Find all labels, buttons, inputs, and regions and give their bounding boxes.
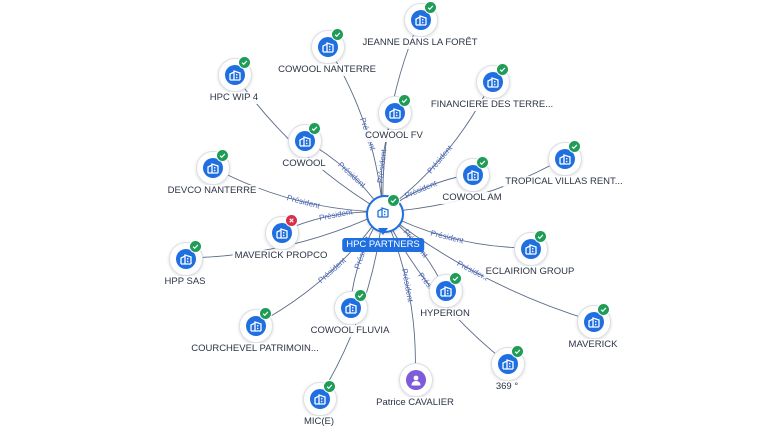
node-label: TROPICAL VILLAS RENT...	[503, 176, 625, 188]
check-badge-icon	[331, 28, 344, 41]
check-badge-icon	[354, 289, 367, 302]
building-icon	[225, 65, 245, 85]
check-badge-icon	[259, 307, 272, 320]
edge-label-cowool-fv: Président	[376, 148, 389, 183]
building-icon	[584, 312, 604, 332]
node-circle[interactable]	[334, 289, 368, 325]
node-label: COURCHEVEL PATRIMOIN...	[189, 343, 321, 355]
check-badge-icon	[189, 240, 202, 253]
pin-tip	[378, 228, 388, 235]
node-label: JEANNE DANS LA FORÊT	[360, 37, 480, 49]
node-circle[interactable]	[399, 363, 433, 397]
building-icon	[272, 223, 292, 243]
node-label: HYPERION	[418, 308, 472, 320]
node-circle[interactable]	[288, 122, 322, 158]
edge-courchevel	[254, 211, 384, 326]
building-icon	[463, 165, 483, 185]
node-circle[interactable]	[218, 56, 252, 92]
building-icon	[246, 316, 266, 336]
check-badge-icon	[387, 194, 400, 207]
check-badge-icon	[449, 272, 462, 285]
check-badge-icon	[308, 122, 321, 135]
building-icon	[483, 72, 503, 92]
edge-label-patrice: Président	[400, 268, 415, 304]
edge-maverick	[382, 211, 594, 322]
node-label: COWOOL NANTERRE	[276, 64, 378, 76]
person-icon	[406, 370, 426, 390]
building-icon	[521, 239, 541, 259]
check-badge-icon	[323, 380, 336, 393]
edge-label-devco-nanterre: Président	[286, 193, 322, 211]
node-label: HPP SAS	[162, 276, 208, 288]
node-circle[interactable]	[378, 94, 412, 130]
building-icon	[310, 389, 330, 409]
check-badge-icon	[398, 94, 411, 107]
node-label: COWOOL FLUVIA	[308, 325, 392, 337]
node-label: DEVCO NANTERRE	[165, 185, 259, 197]
node-circle[interactable]	[577, 303, 611, 339]
node-label: ECLAIRION GROUP	[483, 266, 577, 278]
building-icon	[411, 10, 431, 30]
node-label: MAVERICK	[566, 339, 620, 351]
check-badge-icon	[568, 140, 581, 153]
check-badge-icon	[476, 156, 489, 169]
cross-badge-icon	[285, 214, 298, 227]
building-icon	[176, 249, 196, 269]
node-circle[interactable]	[404, 1, 438, 37]
check-badge-icon	[534, 230, 547, 243]
node-label: Patrice CAVALIER	[374, 397, 456, 409]
check-badge-icon	[424, 1, 437, 14]
building-icon	[203, 158, 223, 178]
building-icon	[341, 298, 361, 318]
building-icon	[373, 202, 393, 222]
building-icon	[555, 149, 575, 169]
node-label: MAVERICK PROPCO	[232, 250, 330, 262]
node-label: HPC WIP 4	[207, 92, 261, 104]
node-circle[interactable]	[239, 307, 273, 343]
node-label: 369 °	[493, 381, 521, 393]
node-label: HPC PARTNERS	[342, 238, 424, 252]
node-circle[interactable]	[169, 240, 203, 276]
edge-label-cowool: Président	[336, 160, 368, 190]
node-circle[interactable]	[311, 28, 345, 64]
node-circle[interactable]	[491, 345, 525, 381]
node-circle[interactable]	[429, 272, 463, 308]
building-icon	[318, 37, 338, 57]
node-label: COWOOL FV	[363, 130, 425, 142]
check-badge-icon	[511, 345, 524, 358]
building-icon	[436, 281, 456, 301]
building-icon	[498, 354, 518, 374]
node-label: FINANCIERE DES TERRE...	[428, 99, 556, 111]
node-label: MIC(E)	[301, 416, 337, 428]
node-circle[interactable]	[548, 140, 582, 176]
check-badge-icon	[496, 63, 509, 76]
edge-label-cowool-am: Président	[403, 179, 438, 201]
check-badge-icon	[597, 303, 610, 316]
node-label: COWOOL AM	[440, 192, 504, 204]
check-badge-icon	[216, 149, 229, 162]
building-icon	[385, 103, 405, 123]
building-icon	[295, 131, 315, 151]
edge-label-maverick-propco: Président	[318, 207, 354, 222]
node-circle[interactable]	[196, 149, 230, 185]
node-circle[interactable]	[476, 63, 510, 99]
edge-label-eclairion: Président	[430, 229, 466, 246]
node-circle[interactable]	[366, 194, 404, 233]
node-label: COWOOL	[280, 158, 328, 170]
node-circle[interactable]	[514, 230, 548, 266]
edge-label-financiere: Président	[426, 143, 455, 175]
node-circle[interactable]	[456, 156, 490, 192]
edge-devco-nanterre	[211, 166, 384, 213]
node-circle[interactable]	[265, 214, 299, 250]
check-badge-icon	[238, 56, 251, 69]
node-circle[interactable]	[303, 380, 337, 416]
